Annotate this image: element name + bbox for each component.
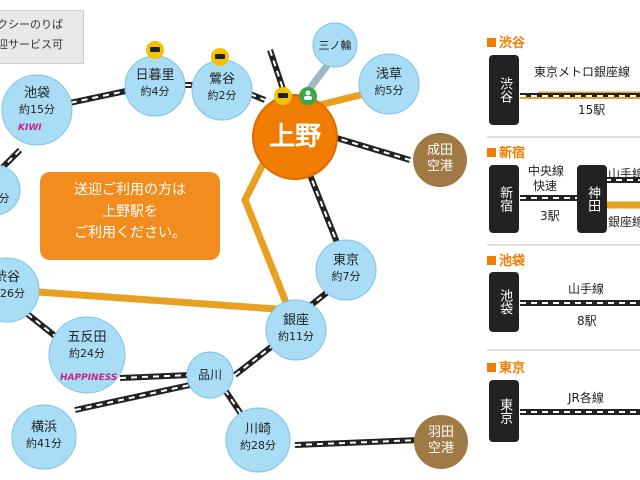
ginza-station-circle — [265, 299, 327, 361]
route-tokyo-title: 東京 — [487, 357, 525, 376]
route-shinjuku-stops: 3駅 — [540, 209, 560, 223]
narita-airport-circle — [413, 133, 467, 187]
shinagawa-station-circle — [186, 351, 234, 399]
station-yokohama[interactable]: 横浜 約41分 — [14, 420, 74, 453]
route-ikebukuro-from: 池袋 — [489, 272, 519, 332]
station-gotanda-time: 約24分 — [69, 347, 105, 361]
pickup-info-box: 送迎ご利用の方は 上野駅を ご利用ください。 — [40, 172, 220, 260]
route-shinjuku-line2: 山手線 — [608, 167, 640, 181]
info-line-3: ご利用ください。 — [74, 225, 186, 242]
station-shibuya[interactable]: 渋谷 約26分 — [0, 270, 32, 303]
route-shinjuku-via-text: 神田 — [585, 186, 601, 212]
route-ikebukuro-title: 池袋 — [487, 250, 525, 269]
station-kawasaki-name: 川崎 — [244, 422, 271, 437]
haneda-airport[interactable]: 羽田 空港 — [414, 425, 468, 458]
station-tokyo-time: 約7分 — [331, 270, 361, 284]
station-uguisudani-name: 鶯谷 — [208, 72, 235, 87]
narita-airport[interactable]: 成田 空港 — [413, 143, 467, 176]
narita-line2: 空港 — [426, 159, 453, 175]
station-shinagawa[interactable]: 品川 — [190, 368, 230, 383]
station-ginza[interactable]: 銀座 約11分 — [266, 313, 326, 346]
station-uguisudani-time: 約2分 — [207, 89, 237, 103]
route-shinjuku-line: 中央線 — [528, 164, 565, 178]
route-shibuya-stops: 15駅 — [578, 103, 606, 117]
route-shinjuku-from-text: 新宿 — [497, 186, 513, 212]
station-kawasaki-time: 約28分 — [240, 439, 276, 453]
shibuya-ginza-service-line — [6, 286, 294, 314]
station-yokohama-name: 横浜 — [30, 420, 57, 435]
route-shinjuku-from: 新宿 — [489, 165, 519, 233]
station-asakusa-name: 浅草 — [375, 67, 402, 82]
shibuya-station-circle — [0, 257, 40, 323]
station-minowa[interactable]: 三ノ輪 — [313, 39, 357, 53]
station-shibuya-time: 約26分 — [0, 287, 25, 301]
station-ikebukuro-name: 池袋 — [23, 86, 50, 101]
station-ginza-name: 銀座 — [282, 313, 309, 328]
legend-box: クシーのりば 迎サービス可 — [0, 10, 84, 64]
station-nippori[interactable]: 日暮里 約4分 — [125, 68, 185, 101]
route-tokyo-line: JR各線 — [568, 391, 604, 405]
ueno-station-circle — [252, 94, 338, 180]
station-partial-left[interactable]: 分 — [0, 192, 10, 206]
kawasaki-station-circle — [225, 407, 291, 473]
haneda-line1: 羽田 — [427, 425, 454, 440]
taxi-icon-nippori — [146, 41, 164, 59]
partial-left-station-circle — [0, 165, 21, 215]
station-gotanda[interactable]: 五反田 約24分 — [57, 330, 117, 363]
route-shinjuku-line-sub: 快速 — [533, 179, 558, 193]
route-ikebukuro-line: 山手線 — [568, 282, 605, 296]
route-tokyo-from: 東京 — [489, 380, 519, 442]
station-shibuya-name: 渋谷 — [0, 270, 20, 285]
station-ikebukuro-time: 約15分 — [19, 103, 55, 117]
gotanda-station-circle — [48, 316, 126, 394]
route-panels — [487, 93, 640, 415]
taxi-icon-ueno — [274, 87, 292, 105]
legend-pickup-text: 迎サービス可 — [0, 38, 63, 52]
station-nippori-name: 日暮里 — [135, 68, 175, 83]
station-ueno-name: 上野 — [268, 122, 321, 152]
route-ikebukuro-from-text: 池袋 — [497, 289, 513, 315]
station-tokyo[interactable]: 東京 約7分 — [316, 253, 376, 286]
info-line-1: 送迎ご利用の方は — [74, 182, 186, 198]
info-line-2: 上野駅を — [102, 203, 158, 220]
route-shinjuku-title: 新宿 — [487, 142, 525, 161]
route-shibuya-from-text: 渋谷 — [497, 77, 513, 103]
station-asakusa-time: 約5分 — [374, 84, 404, 98]
ikebukuro-shop-logo: KIWI — [18, 123, 42, 133]
station-ginza-time: 約11分 — [278, 330, 314, 344]
route-shibuya-from: 渋谷 — [489, 55, 519, 125]
narita-line1: 成田 — [426, 143, 453, 158]
haneda-line2: 空港 — [427, 441, 454, 457]
tokyo-station-circle — [315, 239, 377, 301]
station-nippori-time: 約4分 — [140, 85, 170, 99]
route-tokyo-from-text: 東京 — [497, 398, 513, 424]
station-yokohama-time: 約41分 — [26, 437, 62, 451]
pickup-service-icon — [299, 87, 317, 105]
minowa-station-circle — [312, 22, 358, 68]
station-gotanda-name: 五反田 — [67, 330, 107, 345]
asakusa-station-circle — [358, 53, 420, 115]
route-shibuya-title: 渋谷 — [487, 32, 525, 51]
station-ueno[interactable]: 上野 — [255, 121, 335, 154]
haneda-airport-circle — [414, 415, 468, 469]
route-shibuya-line: 東京メトロ銀座線 — [534, 65, 631, 79]
station-shinagawa-name: 品川 — [197, 368, 222, 382]
route-ikebukuro-stops: 8駅 — [577, 314, 597, 328]
station-minowa-name: 三ノ輪 — [318, 39, 352, 52]
legend-taxi-text: クシーのりば — [0, 18, 63, 31]
station-ikebukuro[interactable]: 池袋 約15分 — [7, 86, 67, 119]
yokohama-station-circle — [11, 404, 77, 470]
route-shinjuku-via: 神田 — [577, 165, 607, 233]
station-asakusa[interactable]: 浅草 約5分 — [359, 67, 419, 100]
station-kawasaki[interactable]: 川崎 約28分 — [228, 422, 288, 455]
station-uguisudani[interactable]: 鶯谷 約2分 — [192, 72, 252, 105]
station-tokyo-name: 東京 — [332, 253, 359, 268]
taxi-icon-uguisudani — [211, 48, 229, 66]
gotanda-shop-logo: HAPPINESS — [60, 373, 118, 383]
station-partial-left-time: 分 — [0, 192, 10, 205]
route-shinjuku-line3: 銀座線 — [608, 215, 640, 229]
ikebukuro-station-circle — [1, 74, 73, 146]
